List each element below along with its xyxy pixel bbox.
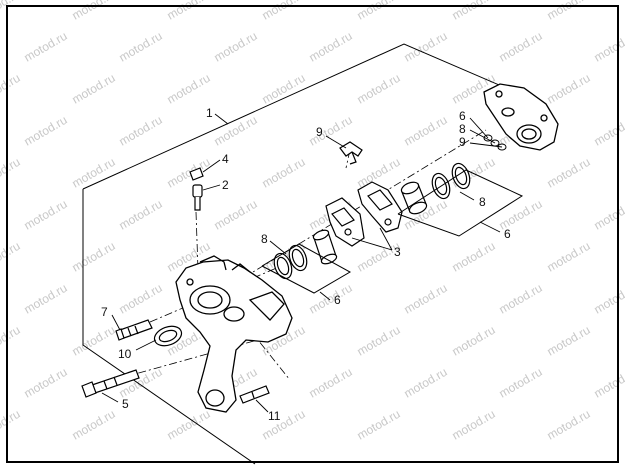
watermark-text: motod.ru	[22, 29, 70, 65]
watermark-text: motod.ru	[402, 113, 450, 149]
watermark-text: motod.ru	[545, 71, 593, 107]
watermark-text: motod.ru	[402, 29, 450, 65]
callout-6-left: 6	[334, 293, 341, 307]
watermark-text: motod.ru	[355, 0, 403, 23]
watermark-text: motod.ru	[0, 407, 23, 443]
watermark-text: motod.ru	[545, 407, 593, 443]
callout-4: 4	[222, 152, 229, 166]
callout-1: 1	[206, 106, 213, 120]
watermark-text: motod.ru	[497, 29, 545, 65]
watermark-text: motod.ru	[450, 239, 498, 275]
watermark-text: motod.ru	[165, 0, 213, 23]
watermark-text: motod.ru	[212, 29, 260, 65]
watermark-text: motod.ru	[70, 0, 118, 23]
watermark-text: motod.ru	[307, 281, 355, 317]
brake-pad-outer	[325, 197, 365, 247]
watermark-text: motod.ru	[0, 0, 23, 23]
watermark-text: motod.ru	[0, 71, 23, 107]
watermark-text: motod.ru	[0, 239, 23, 275]
watermark-text: motod.ru	[22, 113, 70, 149]
bleeder-valve	[192, 184, 203, 211]
seal-kit-right-bracket	[397, 169, 524, 237]
watermark-text: motod.ru	[592, 281, 625, 317]
pad-retaining-clip	[339, 141, 363, 165]
assembly-outline	[82, 189, 256, 465]
watermark-text: motod.ru	[355, 323, 403, 359]
watermark-text: motod.ru	[117, 29, 165, 65]
callout-6-right: 6	[504, 227, 511, 241]
watermark-text: motod.ru	[260, 0, 308, 23]
watermark-text: motod.ru	[545, 323, 593, 359]
watermark-text: motod.ru	[22, 365, 70, 401]
callout-8-top: 8	[459, 122, 466, 136]
watermark-text: motod.ru	[545, 239, 593, 275]
piston-seals-left	[273, 244, 308, 280]
callout-11: 11	[268, 409, 281, 423]
watermark-text: motod.ru	[592, 365, 625, 401]
watermark-text: motod.ru	[545, 0, 593, 23]
assembly-outline-top	[82, 43, 528, 190]
retaining-pin	[239, 385, 270, 404]
watermark-text: motod.ru	[260, 407, 308, 443]
caliper-body	[175, 255, 293, 413]
bleeder-cap	[189, 167, 204, 181]
brake-pad-inner	[357, 181, 403, 233]
callout-5: 5	[122, 397, 129, 411]
watermark-text: motod.ru	[497, 365, 545, 401]
diagram-border	[6, 5, 619, 463]
seal-kit-left-bracket	[261, 243, 352, 294]
watermark-text: motod.ru	[117, 197, 165, 233]
mounting-pin	[115, 319, 153, 341]
piston-left	[312, 229, 338, 265]
callout-8-right: 8	[479, 195, 486, 209]
callout-9-top: 9	[459, 135, 466, 149]
watermark-text: motod.ru	[592, 29, 625, 65]
watermark-text: motod.ru	[355, 407, 403, 443]
watermark-text: motod.ru	[592, 197, 625, 233]
watermark-text: motod.ru	[450, 323, 498, 359]
watermark-text: motod.ru	[165, 155, 213, 191]
mounting-bolt	[81, 369, 140, 398]
o-ring	[153, 325, 183, 347]
callout-7: 7	[101, 305, 108, 319]
watermark-text: motod.ru	[307, 365, 355, 401]
watermark-text: motod.ru	[70, 239, 118, 275]
watermark-text: motod.ru	[212, 113, 260, 149]
piston-right	[400, 181, 428, 215]
watermark-text: motod.ru	[592, 113, 625, 149]
watermark-text: motod.ru	[402, 365, 450, 401]
watermark-text: motod.ru	[307, 29, 355, 65]
callout-3: 3	[394, 245, 401, 259]
watermark-text: motod.ru	[497, 281, 545, 317]
watermark-text: motod.ru	[545, 155, 593, 191]
watermark-text: motod.ru	[0, 155, 23, 191]
watermark-text: motod.ru	[450, 0, 498, 23]
watermark-text: motod.ru	[22, 281, 70, 317]
watermark-text: motod.ru	[70, 323, 118, 359]
watermark-text: motod.ru	[117, 281, 165, 317]
watermark-text: motod.ru	[260, 71, 308, 107]
watermark-text: motod.ru	[117, 113, 165, 149]
watermark-text: motod.ru	[212, 197, 260, 233]
callout-10: 10	[118, 347, 132, 361]
callout-9-clip: 9	[316, 125, 323, 139]
watermark-text: motod.ru	[165, 407, 213, 443]
callout-6-top: 6	[459, 109, 466, 123]
watermark-text: motod.ru	[70, 155, 118, 191]
leader-lines	[101, 113, 503, 413]
watermark-text: motod.ru	[402, 281, 450, 317]
watermark-text: motod.ru	[70, 407, 118, 443]
watermark-text: motod.ru	[165, 71, 213, 107]
watermark-text: motod.ru	[70, 71, 118, 107]
callout-2: 2	[222, 178, 229, 192]
caliper-outer-half	[483, 83, 559, 151]
watermark-text: motod.ru	[260, 155, 308, 191]
watermark-text: motod.ru	[450, 407, 498, 443]
watermark-text: motod.ru	[0, 323, 23, 359]
callout-8-left: 8	[261, 232, 268, 246]
watermark-text: motod.ru	[355, 71, 403, 107]
watermark-text: motod.ru	[22, 197, 70, 233]
